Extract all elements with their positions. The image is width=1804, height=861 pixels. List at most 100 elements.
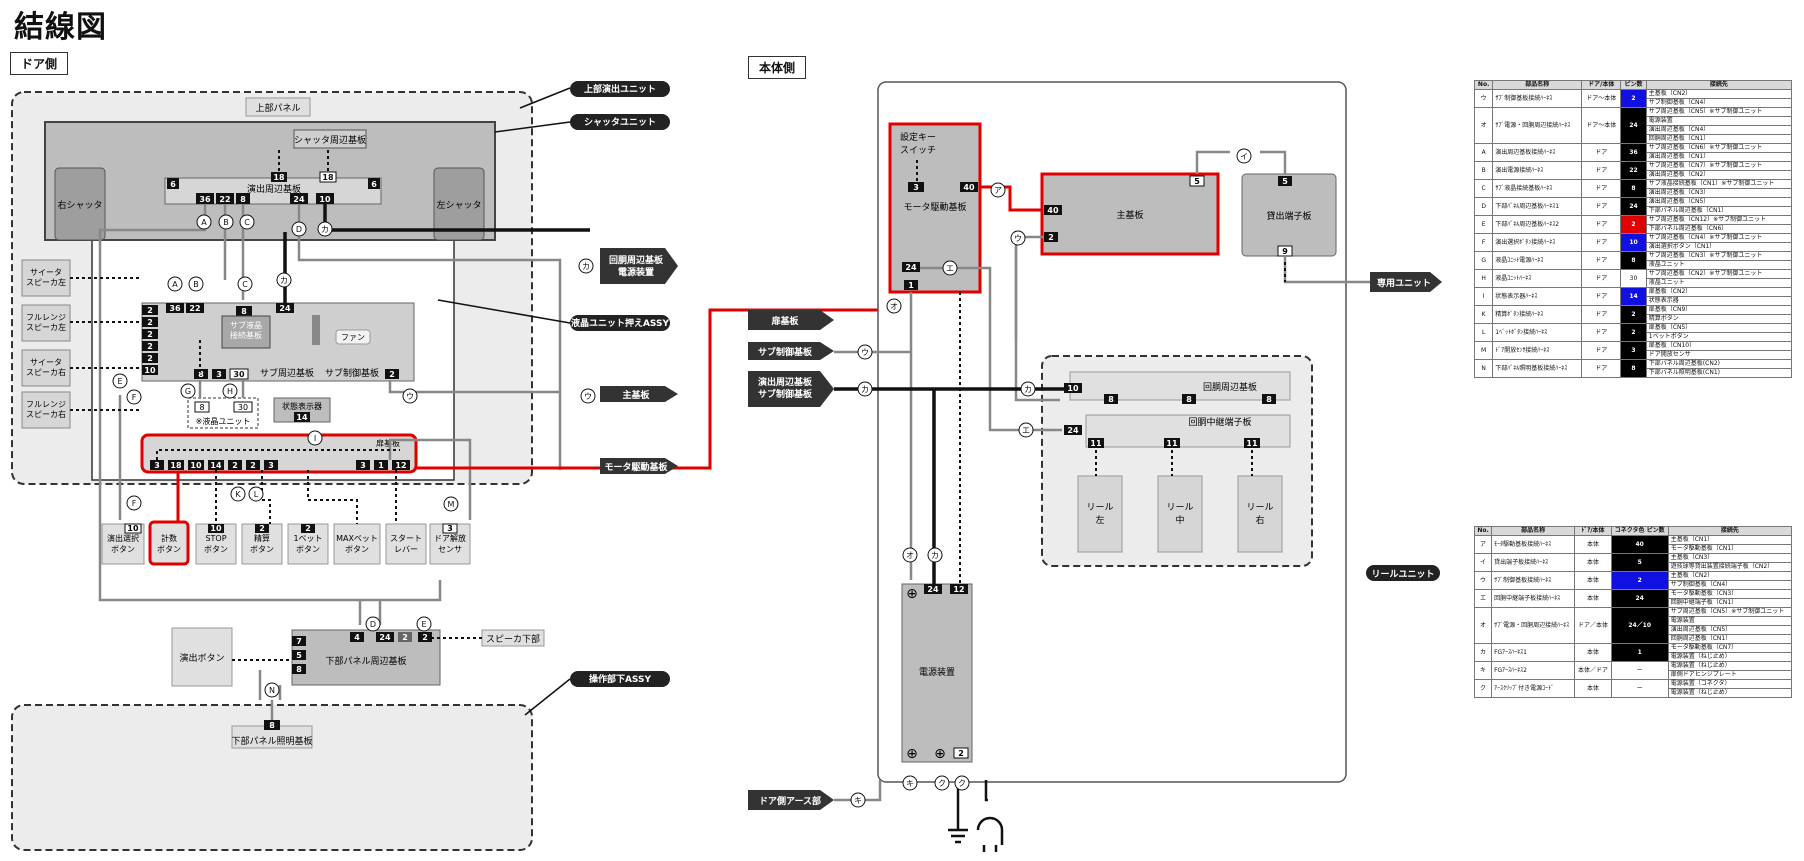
svg-text:A: A bbox=[172, 280, 178, 289]
svg-text:30: 30 bbox=[238, 403, 248, 412]
row-no: H bbox=[1473, 269, 1494, 288]
svg-text:8: 8 bbox=[1108, 395, 1114, 404]
row-destination: 下部パネル周辺基板（CN6） bbox=[1645, 224, 1793, 234]
button-1bet: 1ベットボタン bbox=[293, 534, 322, 554]
tag-reel-unit: リールユニット bbox=[1371, 569, 1434, 580]
tag-motor-board: モータ駆動基板 bbox=[604, 461, 668, 473]
svg-text:24: 24 bbox=[1067, 426, 1079, 435]
svg-text:エ: エ bbox=[946, 264, 954, 273]
row-destination: サブ周辺基板（CN4）※サブ制御ユニット bbox=[1645, 233, 1793, 243]
row-destination: 電源装置（コネクタ） bbox=[1667, 679, 1793, 689]
row-pin-count: 24 bbox=[1610, 589, 1669, 608]
tag-main-board: 主基板 bbox=[622, 389, 650, 401]
row-destination: 下部パネル照明基板(CN1) bbox=[1645, 368, 1793, 378]
svg-text:24: 24 bbox=[905, 263, 917, 272]
t1-h-pin: ピン数 bbox=[1620, 80, 1647, 90]
row-pin-count: 8 bbox=[1620, 179, 1647, 198]
svg-text:8: 8 bbox=[1186, 395, 1192, 404]
svg-text:2: 2 bbox=[232, 461, 238, 470]
svg-text:N: N bbox=[269, 686, 275, 695]
svg-text:24: 24 bbox=[279, 304, 291, 313]
svg-text:11: 11 bbox=[1166, 439, 1178, 448]
sub-ctrl-board-label: サブ制御基板 bbox=[325, 367, 379, 379]
row-side: 本体 bbox=[1574, 571, 1612, 590]
t1-h-no: No. bbox=[1473, 80, 1494, 90]
svg-text:5: 5 bbox=[1282, 177, 1288, 186]
speaker-1: サイータスピーカ左 bbox=[26, 268, 66, 287]
row-destination: 回胴周辺基板（CN1） bbox=[1645, 134, 1793, 144]
svg-text:E: E bbox=[421, 620, 426, 629]
tag-sub-ctrl: サブ制御基板 bbox=[758, 346, 813, 358]
upper-panel-label: 上部パネル bbox=[255, 102, 300, 114]
row-part-name: 精算ﾎﾞﾀﾝ接続ﾊｰﾈｽ bbox=[1492, 305, 1583, 324]
row-destination: サブ周辺基板（CN5）※サブ制御ユニット bbox=[1667, 607, 1793, 617]
row-part-name: ｻﾌﾞ液晶接続基板ﾊｰﾈｽ bbox=[1492, 179, 1583, 198]
svg-text:⊕: ⊕ bbox=[906, 586, 918, 602]
row-destination: 演出周辺基板（CN5） bbox=[1645, 197, 1793, 207]
row-side: ドア／本体 bbox=[1574, 607, 1612, 644]
row-no: G bbox=[1473, 251, 1494, 270]
row-part-name: FGｱｰｽﾊｰﾈｽ2 bbox=[1491, 661, 1576, 680]
row-no: K bbox=[1473, 305, 1494, 324]
svg-text:M: M bbox=[448, 500, 455, 509]
row-no: B bbox=[1473, 161, 1494, 180]
svg-text:12: 12 bbox=[395, 461, 406, 470]
button-settle: 精算ボタン bbox=[250, 533, 274, 554]
row-destination: サブ周辺基板（CN12）※サブ制御ユニット bbox=[1645, 215, 1793, 225]
row-side: 本体／ドア bbox=[1574, 661, 1612, 680]
row-side: 本体 bbox=[1574, 535, 1612, 554]
row-part-name: 液晶ﾕﾆｯﾄ電源ﾊｰﾈｽ bbox=[1492, 251, 1583, 270]
svg-text:D: D bbox=[370, 620, 376, 629]
svg-text:ク: ク bbox=[958, 779, 966, 788]
row-part-name: ｻﾌﾞ電源・回胴周辺接続ﾊｰﾈｽ bbox=[1492, 107, 1583, 144]
svg-text:⊕: ⊕ bbox=[934, 746, 946, 762]
svg-text:36: 36 bbox=[199, 195, 211, 204]
door-board-label: 扉基板 bbox=[376, 438, 400, 448]
svg-text:イ: イ bbox=[1240, 152, 1248, 161]
svg-text:18: 18 bbox=[273, 173, 285, 182]
svg-text:4: 4 bbox=[354, 633, 360, 642]
row-side: ドア bbox=[1581, 341, 1622, 360]
svg-text:36: 36 bbox=[169, 304, 181, 313]
start-lever: スタートレバー bbox=[390, 534, 422, 554]
svg-text:ウ: ウ bbox=[1014, 234, 1022, 243]
row-part-name: FGｱｰｽﾊｰﾈｽ1 bbox=[1491, 643, 1576, 662]
svg-text:2: 2 bbox=[147, 330, 153, 339]
row-pin-count: ー bbox=[1610, 661, 1669, 680]
sub-peri-board-label: サブ周辺基板 bbox=[260, 367, 314, 379]
row-no: ウ bbox=[1473, 89, 1494, 108]
row-part-name: ｻﾌﾞ制御基板接続ﾊｰﾈｽ bbox=[1492, 89, 1583, 108]
row-part-name: 演出周辺基板接続ﾊｰﾈｽ bbox=[1492, 143, 1583, 162]
row-destination: サブ周辺基板（CN3）※サブ制御ユニット bbox=[1645, 251, 1793, 261]
row-side: 本体 bbox=[1574, 679, 1612, 698]
row-part-name: ﾓｰﾀ駆動基板接続ﾊｰﾈｽ bbox=[1491, 535, 1576, 554]
svg-text:ウ: ウ bbox=[861, 348, 869, 357]
row-pin-count: 2 bbox=[1620, 305, 1647, 324]
tag-dedicated-unit: 専用ユニット bbox=[1377, 277, 1431, 289]
page-title: 結線図 bbox=[14, 10, 107, 45]
row-side: ドア bbox=[1581, 287, 1622, 306]
button-count: 計数ボタン bbox=[157, 533, 181, 554]
svg-text:2: 2 bbox=[305, 524, 311, 533]
row-destination: サブ周辺基板（CN5）※サブ制御ユニット bbox=[1645, 107, 1793, 117]
callout-shutter-unit: シャッタユニット bbox=[584, 116, 656, 128]
svg-text:11: 11 bbox=[1090, 439, 1102, 448]
row-destination: 電源装置（ねじ止め） bbox=[1667, 652, 1793, 662]
row-destination: 主基板（CN2） bbox=[1645, 89, 1793, 99]
svg-text:ク: ク bbox=[938, 779, 946, 788]
row-destination: 液晶ユニット bbox=[1645, 260, 1793, 270]
svg-text:10: 10 bbox=[1067, 384, 1079, 393]
row-destination: 演出周辺基板（CN1） bbox=[1645, 152, 1793, 162]
svg-text:14: 14 bbox=[296, 413, 308, 422]
svg-text:10: 10 bbox=[190, 461, 202, 470]
row-no: エ bbox=[1473, 589, 1493, 608]
row-part-name: 状態表示器ﾊｰﾈｽ bbox=[1492, 287, 1583, 306]
t2-h-name: 部品名称 bbox=[1491, 526, 1576, 536]
t1-h-side: ドア/本体 bbox=[1581, 80, 1622, 90]
